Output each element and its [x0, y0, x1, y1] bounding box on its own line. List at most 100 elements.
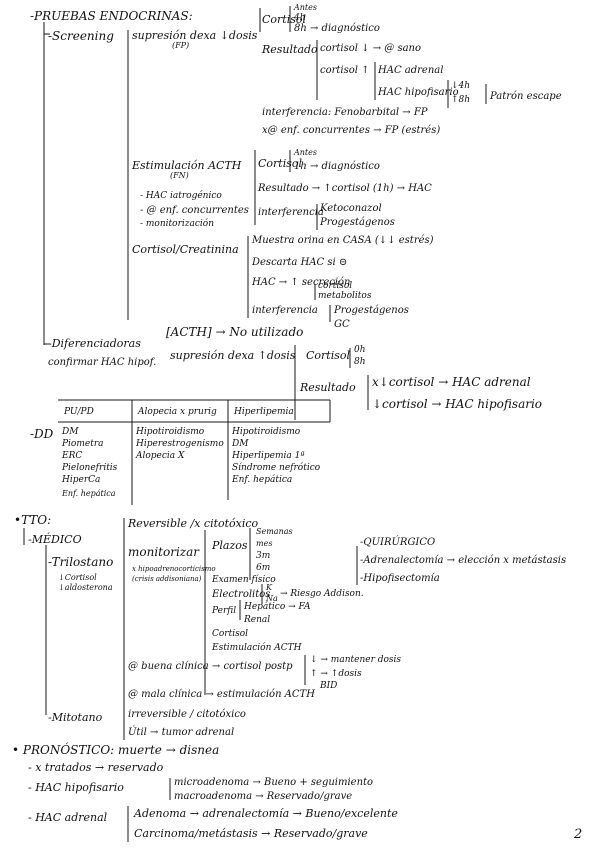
dd-header-alopecia: Alopecia x prurig: [138, 407, 217, 417]
enf-concurrentes-2: - @ enf. concurrentes: [140, 205, 249, 216]
monitorizar-sub2: (crisis addisoniana): [132, 575, 202, 583]
cortisol-sano: cortisol ↓ → @ sano: [320, 43, 421, 54]
trilostano-label: -Trilostano: [48, 555, 114, 569]
trilostano-cortisol: ↓Cortisol: [58, 573, 97, 582]
dd-col1-item: Piometra: [62, 439, 104, 449]
cortisol-2: Cortisol: [258, 157, 303, 170]
hac-hipofisario-2: ↓cortisol → HAC hipofisario: [372, 397, 543, 411]
resultado-2: Resultado → ↑cortisol (1h) → HAC: [258, 183, 432, 194]
diferenciadoras-label: -Diferenciadoras: [48, 337, 141, 350]
page-number: 2: [574, 827, 583, 842]
dd-col1-item: HiperCa: [62, 475, 101, 485]
cortisol-up: cortisol ↑: [320, 65, 370, 76]
h8-label: 8h: [354, 357, 366, 367]
estimulacion-fn: (FN): [170, 171, 189, 180]
cortisol-4: Cortisol: [212, 629, 249, 639]
cortisol-3: Cortisol: [306, 349, 351, 362]
electrolito-k: K: [266, 583, 272, 592]
hac-adrenal-2: x↓cortisol → HAC adrenal: [372, 375, 531, 389]
dd-label: -DD: [30, 427, 54, 441]
buena-clinica: @ buena clínica → cortisol postp: [128, 661, 293, 672]
patron-escape: Patrón escape: [490, 91, 562, 102]
resultado-label: Resultado: [262, 43, 318, 56]
antes-2: Antes: [294, 148, 317, 157]
dd-header-pupd: PU/PD: [64, 407, 94, 417]
ketoconazol: Ketoconazol: [320, 203, 382, 214]
antes-label: Antes: [294, 3, 317, 12]
h8-up: ↑8h: [451, 95, 471, 105]
examen-fisico: Examen físico: [212, 575, 276, 585]
h4-label: 4h: [294, 13, 306, 23]
riesgo-addison: → Riesgo Addison.: [280, 589, 364, 599]
enf-concurrentes: x@ enf. concurrentes → FP (estrés): [262, 125, 441, 136]
tto-title: •TTO:: [14, 513, 52, 527]
mala-clinica: @ mala clínica → estimulación ACTH: [128, 689, 315, 700]
irreversible-label: irreversible / citotóxico: [128, 709, 246, 720]
dd-col1-item: Enf. hepática: [62, 489, 116, 498]
hac-hipofisario-3: - HAC hipofisario: [28, 781, 124, 794]
tratados-reservado: - x tratados → reservado: [28, 761, 164, 774]
quirurgico-label: -QUIRÚRGICO: [360, 537, 436, 548]
mitotano-label: -Mitotano: [48, 711, 103, 724]
progestagenos-2: Progestágenos: [334, 305, 409, 316]
dd-col1-item: DM: [62, 427, 79, 437]
monitorizacion: - monitorización: [140, 219, 214, 229]
perfil-label: Perfil: [212, 606, 237, 616]
dd-col2-item: Hipotiroidismo: [136, 427, 205, 437]
progestagenos-1: Progestágenos: [320, 217, 395, 228]
hac-adrenal-1: HAC adrenal: [378, 65, 444, 76]
estim-acth: Estimulación ACTH: [212, 643, 302, 653]
monitorizar-sub1: x hipoadrenocorticismo: [132, 565, 216, 573]
adenoma: Adenoma → adrenalectomía → Bueno/excelen…: [134, 807, 398, 820]
h1-diag: 1h → diagnóstico: [294, 161, 380, 172]
plazo-semanas: Semanas: [256, 527, 293, 536]
resultado-3: Resultado: [300, 381, 356, 394]
dd-col2-item: Alopecia X: [136, 451, 185, 461]
medico-label: -MÉDICO: [28, 533, 82, 546]
macroadenoma: macroadenoma → Reservado/grave: [174, 791, 353, 802]
electrolito-na: Na: [266, 594, 278, 603]
hipofisectomia: -Hipofisectomía: [360, 573, 440, 584]
metabolitos: metabolitos: [318, 291, 372, 301]
interferencia-3: interferencia: [252, 305, 318, 316]
dd-col2-item: Hiperestrogenismo: [136, 439, 224, 449]
microadenoma: microadenoma → Bueno + seguimiento: [174, 777, 374, 788]
h8-diag-label: 8h → diagnóstico: [294, 23, 380, 34]
perfil-renal: Renal: [244, 615, 271, 625]
electrolitos: Electrolitos: [212, 589, 271, 600]
carcinoma: Carcinoma/metástasis → Reservado/grave: [134, 827, 368, 840]
plazo-6m: 6m: [256, 563, 271, 573]
supresion-2: supresión dexa ↑dosis: [170, 349, 296, 362]
hac-adrenal-3: - HAC adrenal: [28, 811, 108, 824]
dd-col3-item: Hiperlipemia 1ª: [232, 451, 305, 461]
plazos-label: Plazos: [212, 539, 248, 552]
hac-iatrogenico: - HAC iatrogénico: [140, 191, 222, 201]
supresion-label: supresión dexa ↓dosis: [132, 29, 258, 42]
h0-label: 0h: [354, 345, 366, 355]
cortisol-meta: cortisol: [318, 281, 353, 291]
estimulacion-label: Estimulación ACTH: [132, 159, 242, 172]
confirmar-hac: confirmar HAC hipof.: [48, 357, 157, 368]
cortisol-label: Cortisol: [262, 13, 307, 26]
dd-col3-item: Síndrome nefrótico: [232, 463, 321, 473]
util-tumor: Útil → tumor adrenal: [128, 727, 235, 738]
bid-label: BID: [320, 681, 338, 691]
interferencia-1: interferencia: Fenobarbital → FP: [262, 107, 428, 118]
muestra-orina: Muestra orina en CASA (↓↓ estrés): [252, 235, 434, 246]
perfil-hepatico: Hepático → FA: [244, 602, 311, 612]
mantener-dosis: ↓ → mantener dosis: [310, 655, 402, 665]
plazo-mes: mes: [256, 539, 273, 548]
cortisol-creatinina: Cortisol/Creatinina: [132, 243, 239, 256]
hac-secrecion: HAC → ↑ secreción: [252, 277, 351, 288]
descarta-hac: Descarta HAC si ⊝: [252, 257, 348, 268]
acth-label: [ACTH] → No utilizado: [166, 325, 304, 339]
reversible-label: Reversible /x citotóxico: [128, 517, 259, 530]
subir-dosis: ↑ → ↑dosis: [310, 669, 362, 679]
interferencia-2: interferencia: [258, 207, 324, 218]
supresion-fp: (FP): [172, 41, 190, 50]
trilostano-aldosterona: ↓aldosterona: [58, 583, 113, 592]
gc-label: GC: [334, 319, 350, 330]
dd-col3-item: Enf. hepática: [232, 475, 293, 485]
h4-down: ↓4h: [451, 81, 471, 91]
